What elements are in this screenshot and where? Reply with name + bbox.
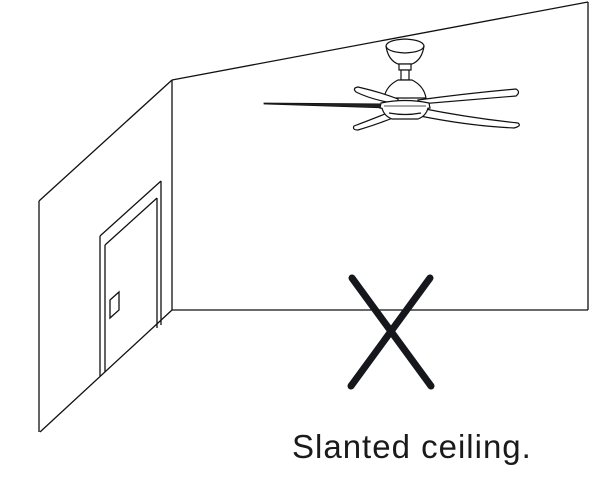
left-wall xyxy=(38,79,173,433)
fan-blade xyxy=(417,88,520,105)
slanted-ceiling-edge xyxy=(171,1,589,81)
prohibited-x-mark xyxy=(347,274,435,390)
door-handle-plate xyxy=(109,290,120,320)
fan-canopy xyxy=(385,38,425,54)
fan-blade xyxy=(419,107,520,129)
fan-blade xyxy=(353,86,399,105)
fan-downrod xyxy=(398,63,412,71)
fan-blade xyxy=(263,102,390,109)
ceiling-fan-icon xyxy=(263,38,520,131)
door-with-frame xyxy=(99,180,162,376)
back-wall xyxy=(171,2,589,311)
figure-caption: Slanted ceiling. xyxy=(292,428,532,465)
fan-motor-housing xyxy=(383,79,427,99)
